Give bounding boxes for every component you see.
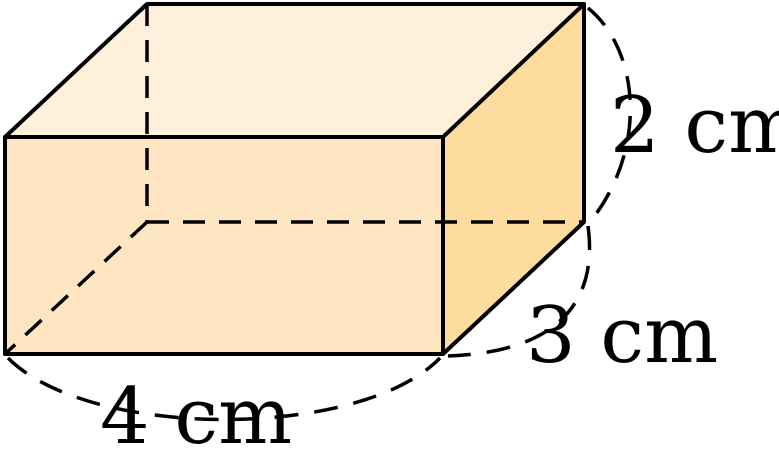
hidden-edge-left-depth [3,220,149,356]
height-label: 2 cm [610,81,779,171]
side-face-outline [441,2,586,356]
height-dimension-arc [586,6,633,224]
front-face [5,137,443,354]
depth-dimension-arc [447,225,592,358]
depth-label: 3 cm [526,291,718,381]
width-label: 4 cm [100,372,292,462]
side-face [443,4,584,354]
width-dimension-arc [6,356,442,422]
top-face [5,4,584,137]
